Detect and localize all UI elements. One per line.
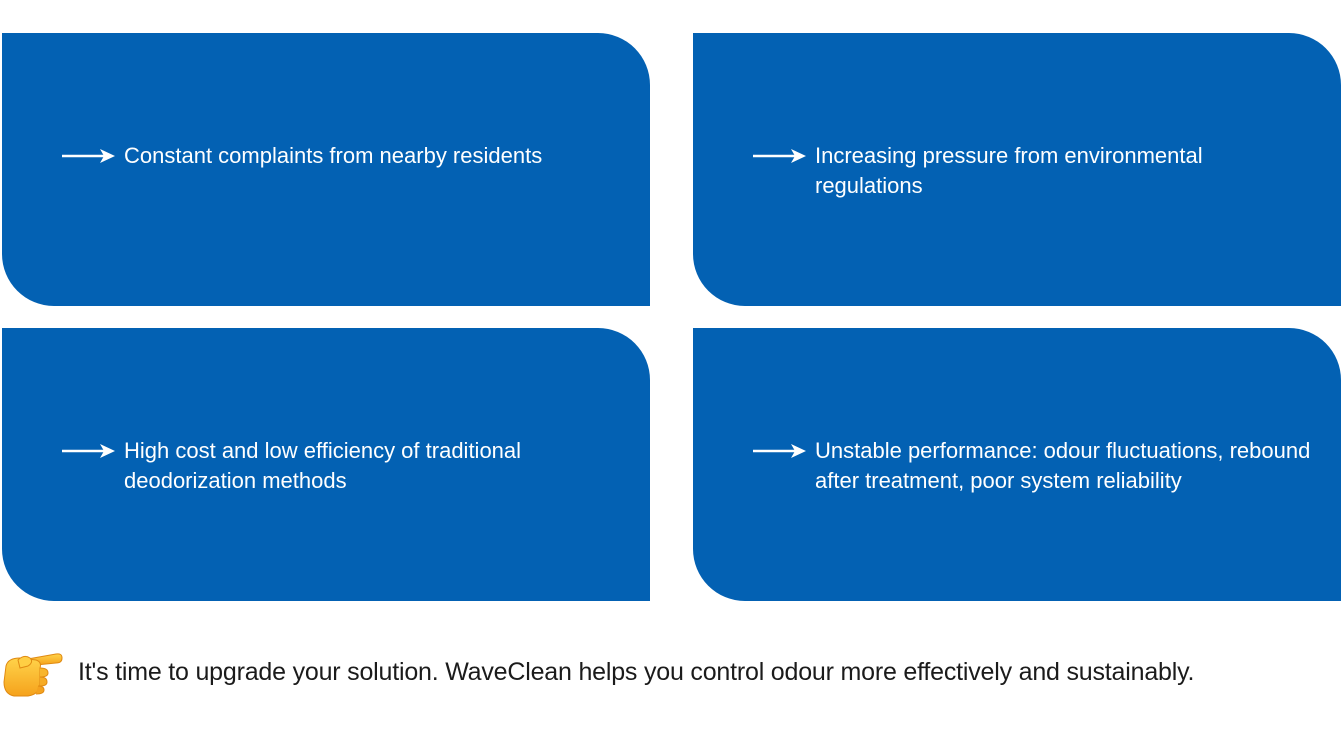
- footer-text: It's time to upgrade your solution. Wave…: [78, 657, 1195, 686]
- problem-card-residents: Constant complaints from nearby resident…: [2, 33, 650, 306]
- arrow-right-icon: [753, 141, 807, 171]
- card-content: High cost and low efficiency of traditio…: [62, 436, 642, 496]
- pointing-hand-icon: [0, 644, 64, 700]
- card-content: Constant complaints from nearby resident…: [62, 141, 642, 171]
- arrow-right-icon: [62, 141, 116, 171]
- card-text: High cost and low efficiency of traditio…: [124, 438, 522, 493]
- card-content: Increasing pressure from environmental r…: [753, 141, 1333, 201]
- problem-card-cost: High cost and low efficiency of traditio…: [2, 328, 650, 601]
- footer-callout: It's time to upgrade your solution. Wave…: [0, 644, 1342, 700]
- arrow-right-icon: [62, 436, 116, 466]
- problem-card-performance: Unstable performance: odour fluctuations…: [693, 328, 1341, 601]
- problem-card-regulations: Increasing pressure from environmental r…: [693, 33, 1341, 306]
- card-text: Constant complaints from nearby resident…: [124, 143, 543, 168]
- card-text: Unstable performance: odour fluctuations…: [815, 438, 1311, 493]
- arrow-right-icon: [753, 436, 807, 466]
- card-content: Unstable performance: odour fluctuations…: [753, 436, 1333, 496]
- card-text: Increasing pressure from environmental r…: [815, 143, 1203, 198]
